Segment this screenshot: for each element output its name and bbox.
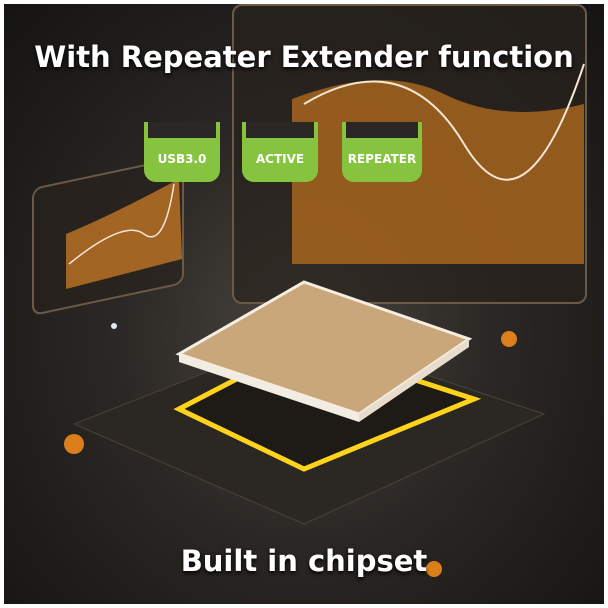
left-graph-area: [66, 179, 182, 289]
usb3-tag: USB3.0: [144, 122, 220, 182]
right-graph-line: [303, 63, 585, 181]
headline: With Repeater Extender function: [34, 40, 574, 74]
glow-light: [501, 331, 517, 347]
glow-light: [64, 434, 84, 454]
right-graph-area: [292, 80, 584, 265]
left-graph-line: [68, 183, 175, 265]
caption: Built in chipset: [180, 544, 428, 578]
repeater-tag: REPEATER: [342, 122, 422, 182]
circuit-illustration: [64, 63, 585, 577]
active-tag: ACTIVE: [242, 122, 318, 182]
glow-light: [426, 561, 442, 577]
product-banner: With Repeater Extender function USB3.0 A…: [4, 4, 604, 604]
